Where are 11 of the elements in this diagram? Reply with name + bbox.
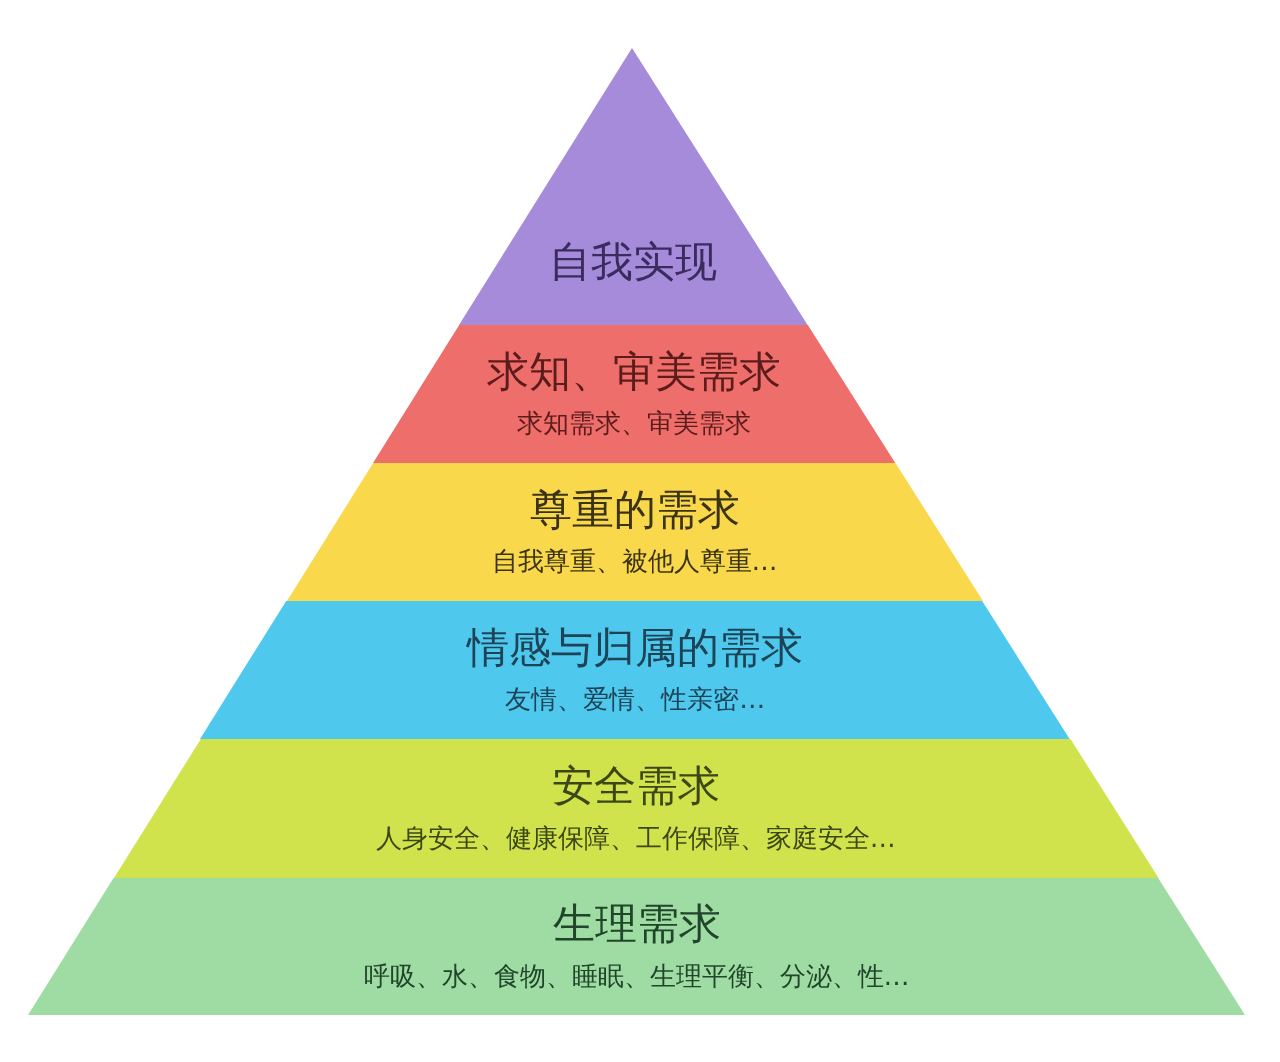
tier-description: 人身安全、健康保障、工作保障、家庭安全… bbox=[375, 821, 896, 855]
tier-description: 求知需求、审美需求 bbox=[516, 407, 751, 441]
tier-description: 友情、爱情、性亲密… bbox=[505, 683, 766, 717]
tier-title: 安全需求 bbox=[551, 761, 720, 812]
tier-title: 自我实现 bbox=[549, 236, 718, 287]
tier-title: 尊重的需求 bbox=[529, 484, 740, 536]
tier-description: 呼吸、水、食物、睡眠、生理平衡、分泌、性… bbox=[363, 959, 910, 993]
tier-description: 自我尊重、被他人尊重… bbox=[491, 545, 778, 579]
tier-title: 生理需求 bbox=[552, 899, 721, 950]
tier-title: 情感与归属的需求 bbox=[467, 622, 804, 674]
tier-title: 求知、审美需求 bbox=[486, 346, 781, 398]
